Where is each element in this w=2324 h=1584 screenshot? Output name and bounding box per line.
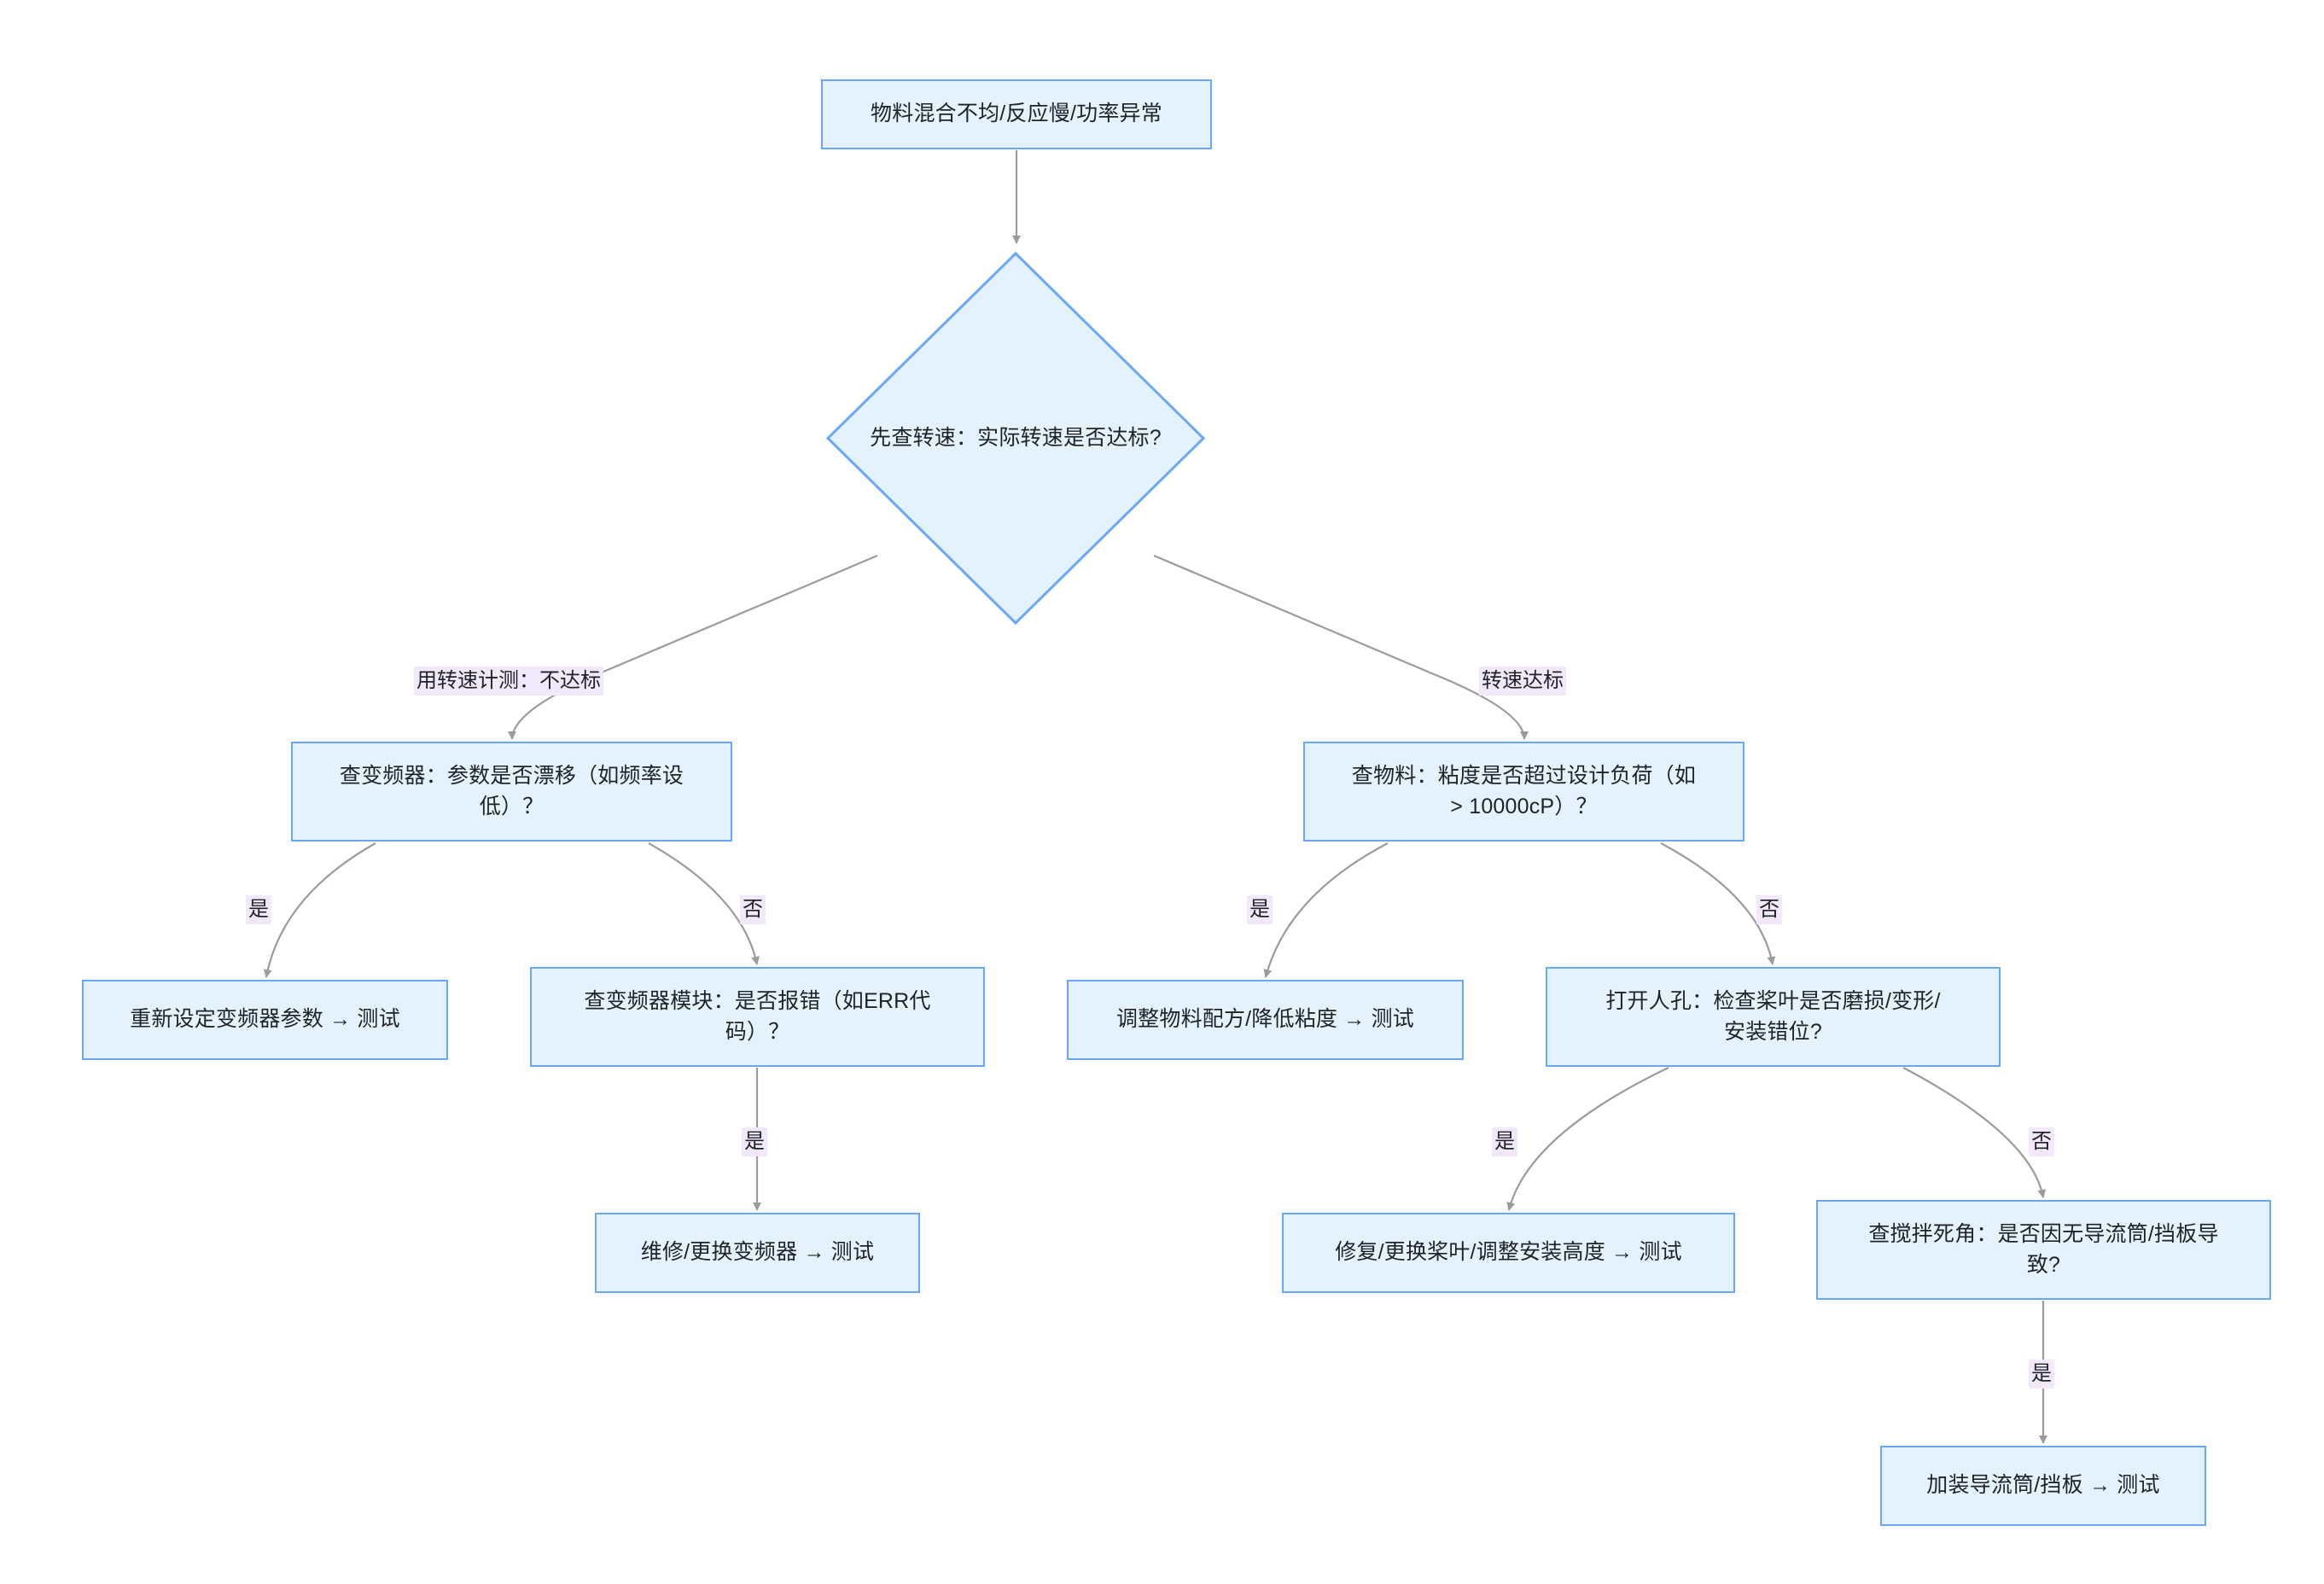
node-adjust-material[interactable]: 调整物料配方/降低粘度 → 测试 xyxy=(1067,980,1464,1060)
edge-label-material-yes: 是 xyxy=(1247,895,1273,924)
node-add-baffle[interactable]: 加装导流筒/挡板 → 测试 xyxy=(1880,1446,2206,1526)
edge-label-vfd-module-yes: 是 xyxy=(742,1127,767,1156)
edge-check-speed-to-check-vfd xyxy=(508,554,878,740)
node-check-speed-label: 先查转速：实际转速是否达标? xyxy=(870,425,1162,450)
node-check-material[interactable]: 查物料：粘度是否超过设计负荷（如 > 10000cP）？ xyxy=(1303,742,1744,842)
edge-label-manhole-yes: 是 xyxy=(1492,1127,1517,1156)
node-repair-blade[interactable]: 修复/更换桨叶/调整安装高度 → 测试 xyxy=(1282,1213,1735,1293)
edge-label-material-no: 否 xyxy=(1756,895,1782,924)
node-start[interactable]: 物料混合不均/反应慢/功率异常 xyxy=(821,79,1212,149)
node-check-vfd[interactable]: 查变频器：参数是否漂移（如频率设 低）？ xyxy=(291,742,732,842)
node-open-manhole[interactable]: 打开人孔：检查桨叶是否磨损/变形/ 安装错位? xyxy=(1546,967,2001,1067)
edge-label-speed-fail: 用转速计测：不达标 xyxy=(414,667,603,696)
edge-open-manhole-to-check-deadzone xyxy=(1902,1067,2047,1198)
edge-label-vfd-yes: 是 xyxy=(246,895,271,924)
node-check-speed[interactable]: 先查转速：实际转速是否达标? xyxy=(826,252,1205,625)
edge-label-vfd-no: 否 xyxy=(740,895,766,924)
node-reset-vfd[interactable]: 重新设定变频器参数 → 测试 xyxy=(82,980,448,1060)
edge-open-manhole-to-repair-blade xyxy=(1506,1067,1669,1211)
edge-check-speed-to-check-material xyxy=(1153,554,1529,740)
edge-label-speed-ok: 转速达标 xyxy=(1479,667,1566,696)
node-repair-vfd[interactable]: 维修/更换变频器 → 测试 xyxy=(595,1213,920,1293)
edge-label-manhole-no: 否 xyxy=(2029,1127,2054,1156)
edge-check-vfd-to-reset-vfd xyxy=(263,842,376,978)
node-check-vfd-module[interactable]: 查变频器模块：是否报错（如ERR代 码）？ xyxy=(530,967,985,1067)
edge-check-material-to-adjust-material xyxy=(1263,842,1389,978)
node-check-deadzone[interactable]: 查搅拌死角：是否因无导流筒/挡板导 致? xyxy=(1816,1200,2271,1300)
diamond-shape xyxy=(826,252,1205,625)
edge-label-deadzone-yes: 是 xyxy=(2029,1360,2054,1389)
